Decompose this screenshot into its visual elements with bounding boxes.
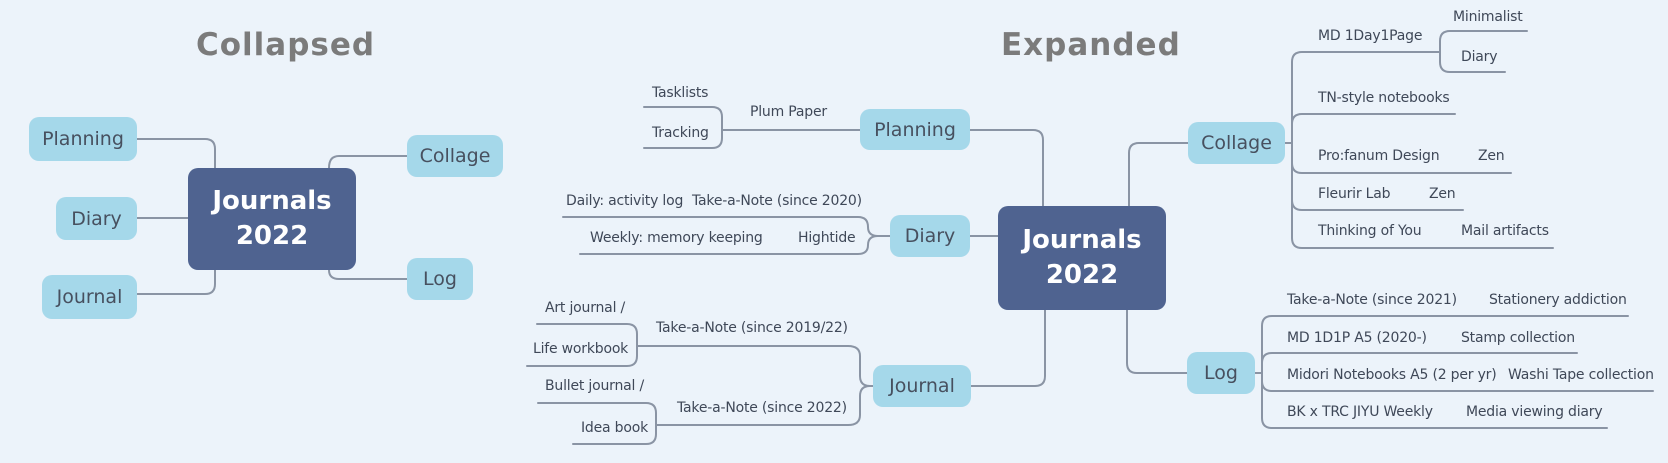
leaf-take-a-note-2022[interactable]: Take-a-Note (since 2022) <box>677 400 847 416</box>
connector-expanded-journal <box>970 309 1046 387</box>
underline-takeanote2019 <box>636 345 874 387</box>
underline-collage-diary <box>1439 51 1506 73</box>
connector-collapsed-log <box>328 269 408 280</box>
leaf-media-viewing-diary[interactable]: Media viewing diary <box>1466 404 1603 420</box>
leaf-md-1day1page[interactable]: MD 1Day1Page <box>1318 28 1423 44</box>
leaf-profanum-zen[interactable]: Zen <box>1478 148 1505 164</box>
leaf-md-1d1p-a5[interactable]: MD 1D1P A5 (2020-) <box>1287 330 1427 346</box>
leaf-weekly-memory-keeping[interactable]: Weekly: memory keeping <box>590 230 763 246</box>
underline-idea-book <box>572 424 657 445</box>
leaf-collage-diary[interactable]: Diary <box>1461 49 1498 65</box>
connector-collapsed-planning <box>136 138 216 169</box>
leaf-fleurir-zen[interactable]: Zen <box>1429 186 1456 202</box>
leaf-art-journal[interactable]: Art journal / <box>545 300 626 316</box>
underline-tracking <box>643 129 723 149</box>
leaf-hightide[interactable]: Hightide <box>798 230 856 246</box>
collapsed-node-planning[interactable]: Planning <box>29 117 137 161</box>
underline-md1d1p <box>1261 352 1578 374</box>
underline-md1day1page <box>1291 51 1441 144</box>
underline-art-journal <box>536 323 638 347</box>
leaf-plum-paper[interactable]: Plum Paper <box>750 104 827 120</box>
collapsed-node-collage[interactable]: Collage <box>407 135 503 177</box>
leaf-fleurir-lab[interactable]: Fleurir Lab <box>1318 186 1391 202</box>
leaf-thinking-of-you[interactable]: Thinking of You <box>1318 223 1422 239</box>
underline-minimalist <box>1439 30 1528 53</box>
leaf-bullet-journal[interactable]: Bullet journal / <box>545 378 644 394</box>
underline-thinking <box>1291 142 1554 249</box>
leaf-tn-style-notebooks[interactable]: TN-style notebooks <box>1318 90 1450 106</box>
underline-tn-style <box>1291 113 1456 144</box>
expanded-node-planning[interactable]: Planning <box>860 109 970 150</box>
expanded-center-node[interactable]: Journals 2022 <box>998 206 1166 310</box>
underline-tasklists <box>643 106 723 131</box>
collapsed-node-log[interactable]: Log <box>407 258 473 300</box>
leaf-take-a-note-2020[interactable]: Take-a-Note (since 2020) <box>692 193 862 209</box>
underline-takeanote2022 <box>655 385 874 426</box>
expanded-node-collage[interactable]: Collage <box>1188 122 1285 164</box>
leaf-profanum-design[interactable]: Pro:fanum Design <box>1318 148 1440 164</box>
leaf-take-a-note-2021[interactable]: Take-a-Note (since 2021) <box>1287 292 1457 308</box>
underline-life-workbook <box>526 345 638 367</box>
leaf-bk-trc-jiyu-weekly[interactable]: BK x TRC JIYU Weekly <box>1287 404 1433 420</box>
collapsed-center-node[interactable]: Journals 2022 <box>188 168 356 270</box>
expanded-node-diary[interactable]: Diary <box>890 215 970 257</box>
connector-expanded-collage <box>1128 142 1189 207</box>
leaf-take-a-note-2019-22[interactable]: Take-a-Note (since 2019/22) <box>656 320 848 336</box>
underline-weekly-hightide <box>579 235 891 255</box>
leaf-life-workbook[interactable]: Life workbook <box>533 341 629 357</box>
collapsed-node-journal[interactable]: Journal <box>42 275 137 319</box>
connector-collapsed-collage <box>328 155 408 169</box>
leaf-tracking[interactable]: Tracking <box>652 125 709 141</box>
expanded-node-journal[interactable]: Journal <box>873 365 971 407</box>
underline-bullet-journal <box>537 402 657 426</box>
underline-takeanote2021 <box>1261 315 1629 374</box>
connector-expanded-planning <box>969 129 1044 207</box>
leaf-minimalist[interactable]: Minimalist <box>1453 9 1523 25</box>
leaf-washi-tape-collection[interactable]: Washi Tape collection <box>1508 367 1654 383</box>
expanded-node-log[interactable]: Log <box>1187 352 1255 394</box>
leaf-tasklists[interactable]: Tasklists <box>652 85 709 101</box>
expanded-map-title: Expanded <box>1001 27 1181 63</box>
leaf-stationery-addiction[interactable]: Stationery addiction <box>1489 292 1627 308</box>
leaf-daily-activity-log[interactable]: Daily: activity log <box>566 193 684 209</box>
underline-bktrc <box>1261 372 1608 429</box>
collapsed-map-title: Collapsed <box>196 27 376 63</box>
leaf-idea-book[interactable]: Idea book <box>581 420 648 436</box>
leaf-stamp-collection[interactable]: Stamp collection <box>1461 330 1575 346</box>
connector-expanded-log <box>1126 309 1188 374</box>
connector-collapsed-journal <box>136 269 216 295</box>
collapsed-node-diary[interactable]: Diary <box>56 197 137 240</box>
leaf-midori-notebooks[interactable]: Midori Notebooks A5 (2 per yr) <box>1287 367 1497 383</box>
leaf-mail-artifacts[interactable]: Mail artifacts <box>1461 223 1549 239</box>
